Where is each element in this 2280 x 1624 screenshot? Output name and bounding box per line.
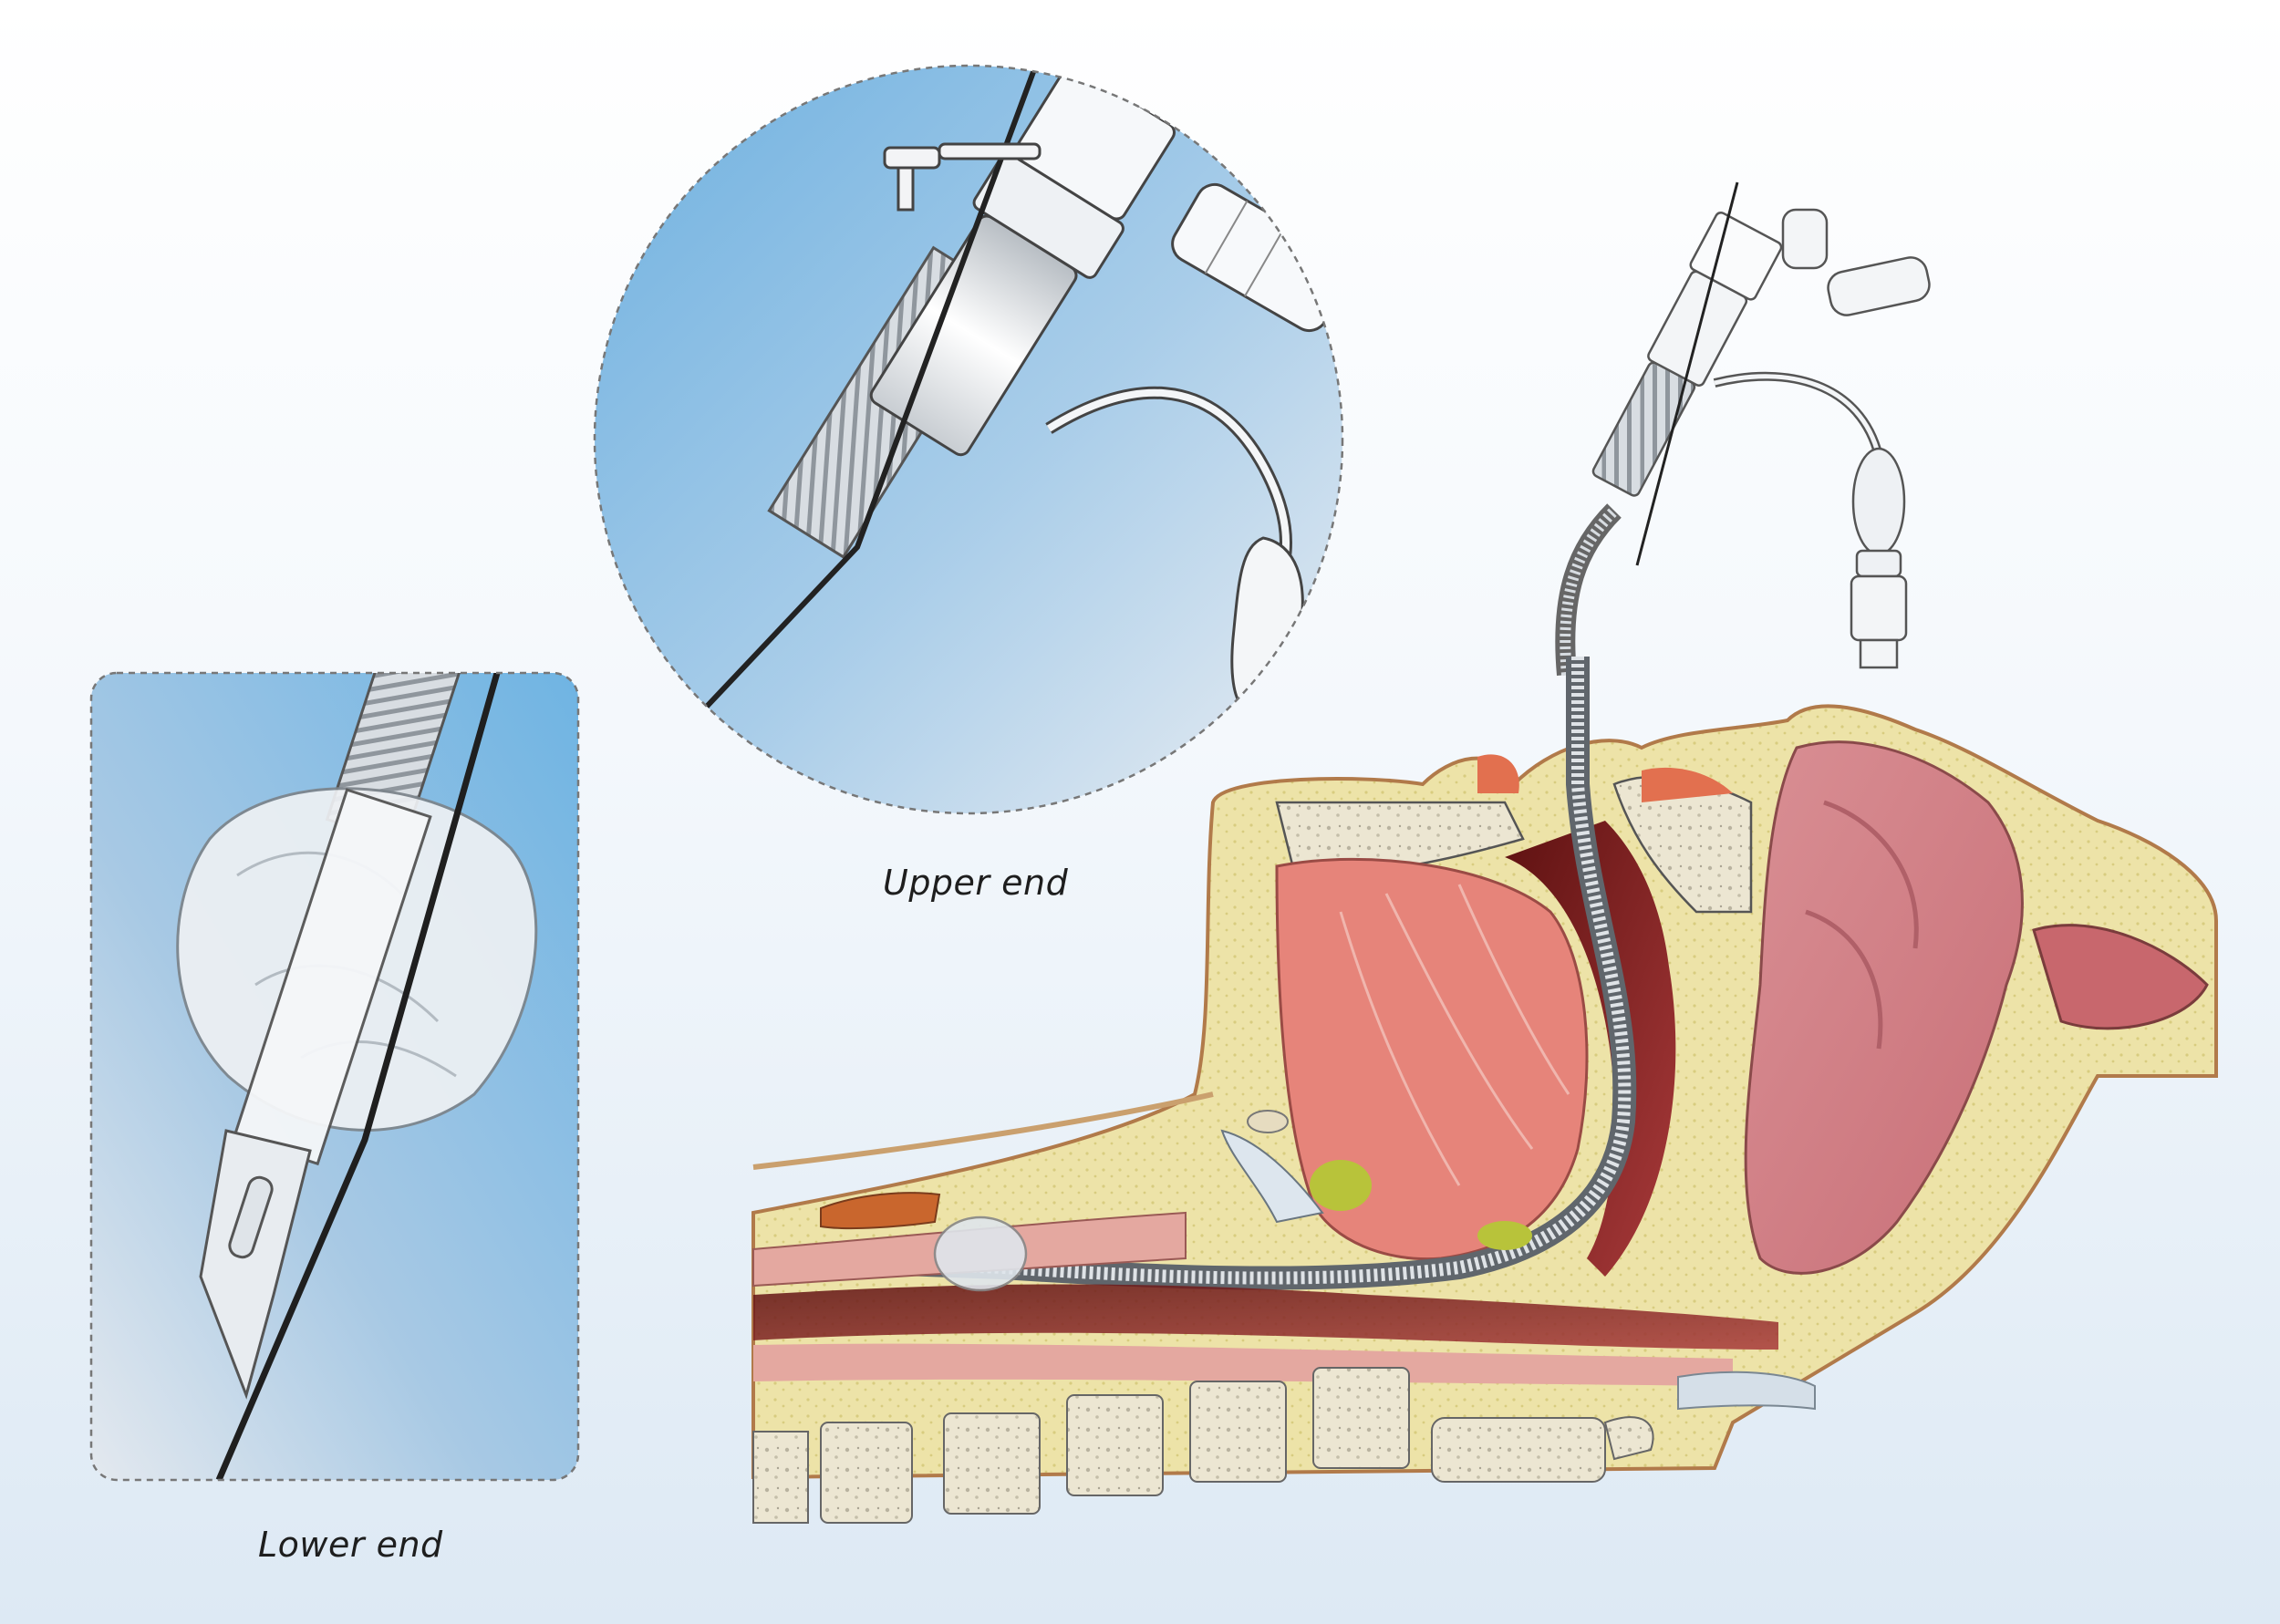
upper-end-detail (593, 64, 1344, 815)
anatomy-cross-section (751, 657, 2218, 1524)
caption-upper-end: Upper end (883, 863, 1069, 903)
caption-lower-end: Lower end (258, 1525, 443, 1565)
lower-end-detail (89, 671, 580, 1482)
tube-device (1555, 181, 1931, 676)
